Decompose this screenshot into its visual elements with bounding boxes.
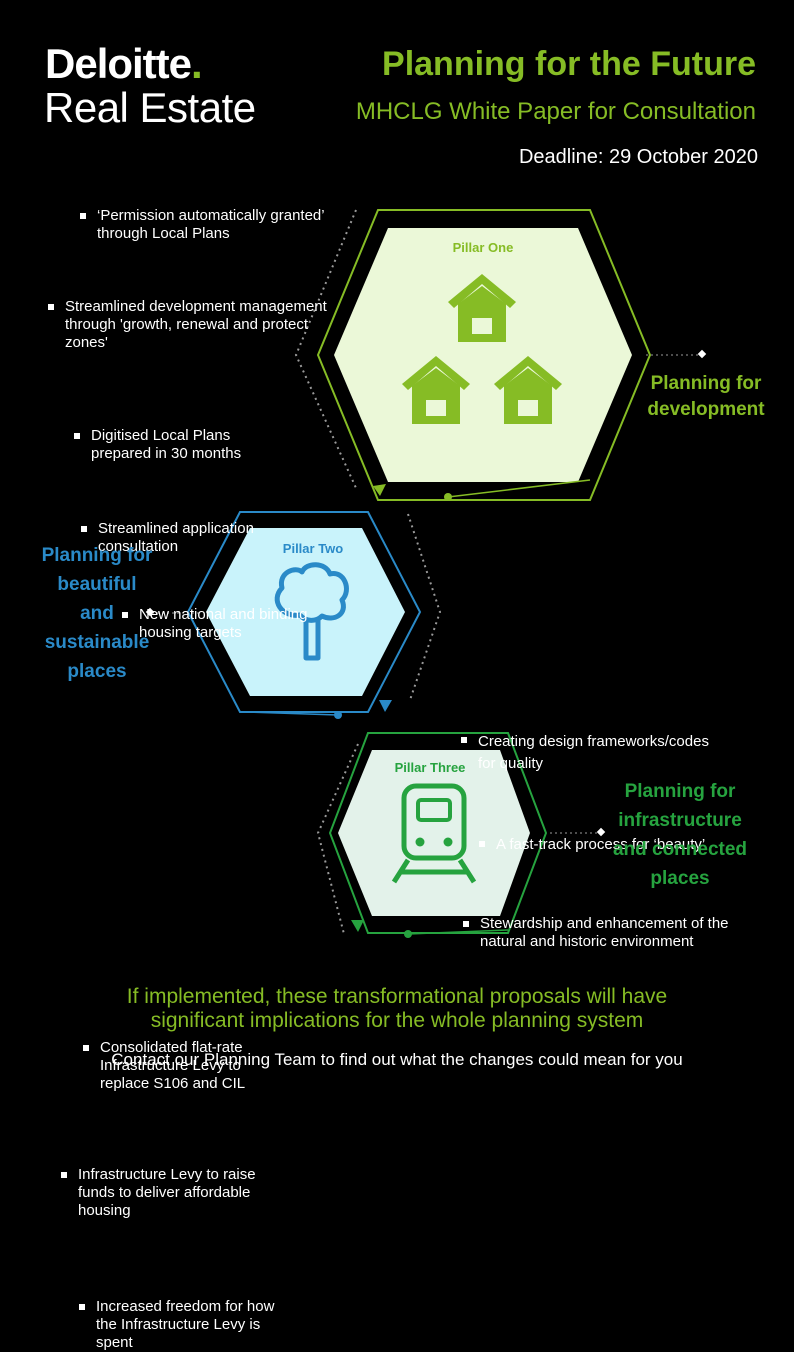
pillar-two-dotted-arc <box>407 513 442 701</box>
pillar-three-bullet: Increased freedom for how the Infrastruc… <box>76 1298 296 1352</box>
logo-division: Real Estate <box>44 84 256 131</box>
pillar-one-heading: Planning for development <box>647 373 765 420</box>
deloitte-logo: Deloitte. <box>45 40 203 87</box>
page-subtitle: MHCLG White Paper for Consultation <box>355 98 756 125</box>
pillar-three-heading: Planning for infrastructure and connecte… <box>612 781 748 889</box>
pillar-two-hexagon <box>186 511 422 713</box>
pillar-three-hexagon <box>328 732 548 934</box>
pillar-three-bullet: Consolidated flat-rate Infrastructure Le… <box>80 1039 286 1093</box>
pillar-two-bullet: A fast-track process for ‘beauty’ <box>476 835 706 855</box>
houses-icon <box>402 274 562 424</box>
deadline-text: Deadline: 29 October 2020 <box>518 146 758 168</box>
pillar-one-label: Pillar One <box>452 240 514 255</box>
pillar-one-diamond-icon <box>697 349 707 359</box>
pillar-one-bullet: Streamlined application consultation <box>78 520 308 556</box>
pillar-three-diamond-icon <box>596 827 606 837</box>
implications-statement: If implemented, these transformational p… <box>126 985 668 1032</box>
pillar-two-heading: Planning for beautiful and sustainable p… <box>41 545 153 682</box>
pillar-one-dot <box>444 493 452 501</box>
pillar-one-bullet: Digitised Local Plans prepared in 30 mon… <box>71 427 291 463</box>
pillar-three-arrow-icon <box>351 920 364 932</box>
pillar-three-label: Pillar Three <box>394 760 466 775</box>
pillar-one-dotted-arc <box>294 209 357 489</box>
pillar-two-arrow-icon <box>379 700 392 712</box>
pillar-one-bullet: ‘Permission automatically granted’ throu… <box>77 207 347 243</box>
pillar-graphics <box>145 209 707 938</box>
pillar-one-bullet: Streamlined development management throu… <box>45 298 330 352</box>
pillar-three-dotted-arc <box>316 743 359 935</box>
pillar-one-line <box>447 479 591 498</box>
pillar-one-hexagon <box>316 209 652 501</box>
pillar-one-bullet: New national and binding housing targets <box>119 606 339 642</box>
page-title: Planning for the Future <box>382 45 756 83</box>
pillar-three-bullet: Infrastructure Levy to raise funds to de… <box>58 1166 278 1220</box>
pillar-two-dot <box>334 711 342 719</box>
tree-icon <box>274 562 349 661</box>
pillar-two-bullet: Creating design frameworks/codes for qua… <box>458 731 728 775</box>
train-icon <box>391 783 477 884</box>
pillar-one-arrow-icon <box>373 484 386 496</box>
pillar-three-line <box>407 929 509 935</box>
logo-dot: . <box>191 40 203 87</box>
pillar-three-dot <box>404 930 412 938</box>
pillar-two-bullet: Stewardship and enhancement of the natur… <box>460 915 750 951</box>
pillar-two-line <box>247 711 339 716</box>
contact-statement: Contact our Planning Team to find out wh… <box>111 1050 683 1069</box>
pillar-two-label: Pillar Two <box>282 541 344 556</box>
